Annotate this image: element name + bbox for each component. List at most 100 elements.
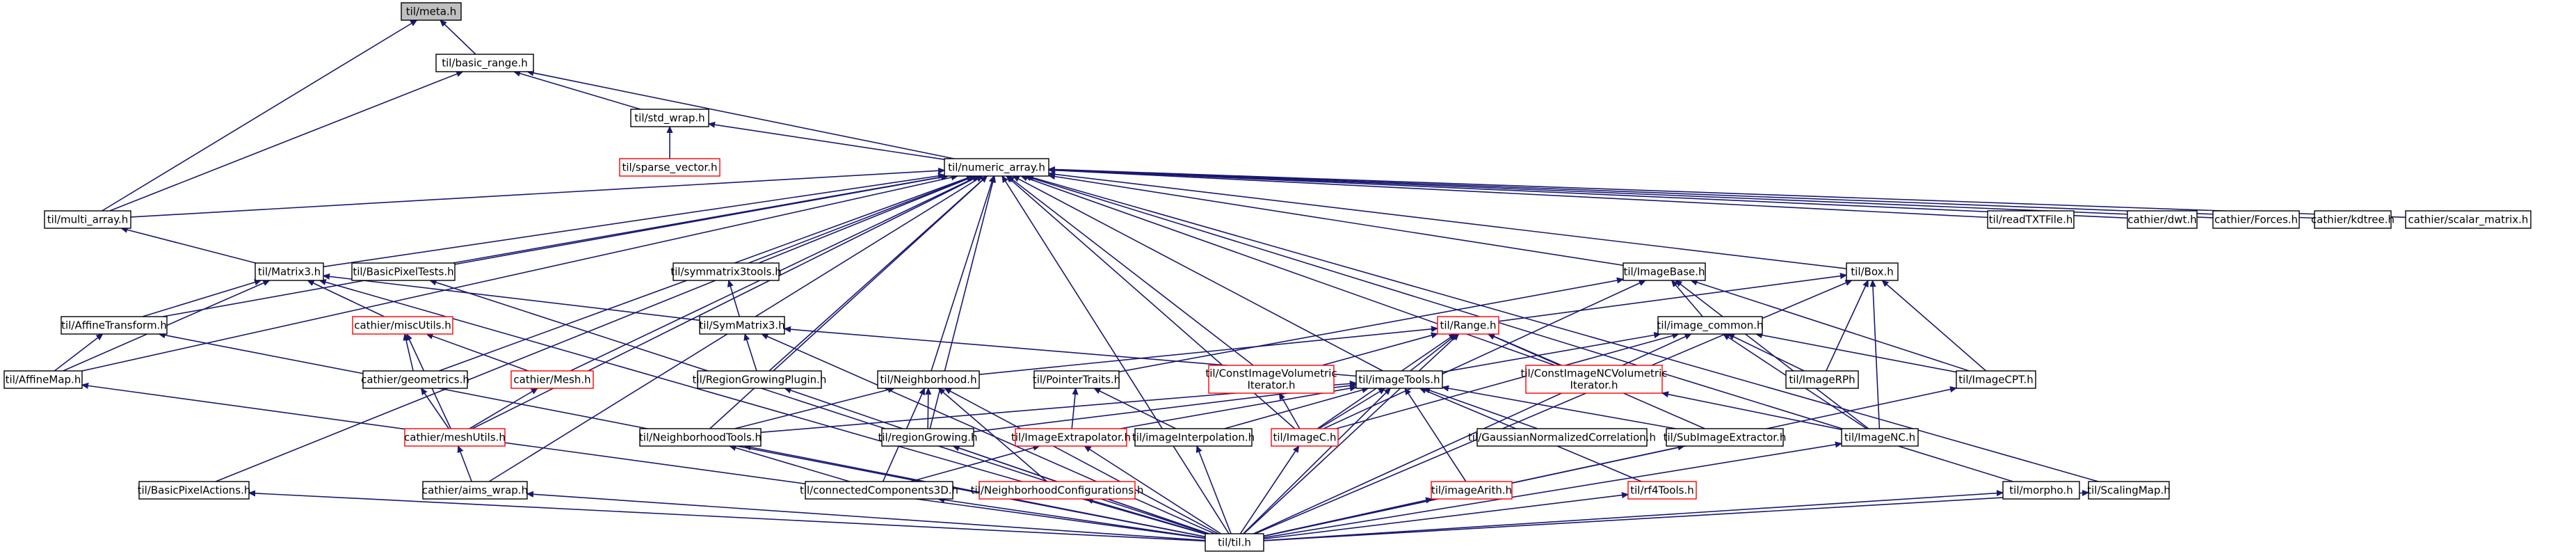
node-box [1015,428,1127,447]
node-imagearith[interactable]: til/imageArith.h [1431,481,1513,500]
edge-til-to-morpho [1263,493,2003,541]
node-box [1956,370,2036,389]
edge-neighborhood-to-numeric_array [931,176,994,372]
edge-til-to-basicpixelactions [249,493,1206,542]
edge-til-to-imagec [1239,446,1298,534]
node-subimageextractor[interactable]: til/SubImageExtractor.h [1664,428,1787,447]
edge-affinetransform-to-matrix3 [142,280,261,317]
node-imagenc[interactable]: til/ImageNC.h [1841,428,1919,447]
node-imagec[interactable]: til/ImageC.h [1271,428,1339,447]
node-imagetools[interactable]: til/imageTools.h [1355,370,1443,389]
edge-readtxtfile-to-numeric_array [1049,170,1988,219]
node-basicpixeltests[interactable]: til/BasicPixelTests.h [351,262,456,281]
edge-symmatrix3-to-symmatrix3tools [729,280,741,317]
node-matrix3[interactable]: til/Matrix3.h [255,262,324,281]
edge-regiongrowingplugin-to-symmatrix3 [745,334,757,372]
node-box [630,109,709,127]
node-label: til/Matrix3.h [258,266,321,278]
node-imagerph[interactable]: til/ImageRPh [1785,370,1859,389]
node-rf4tools[interactable]: til/rf4Tools.h [1627,481,1697,500]
node-label: til/PointerTraits.h [1033,374,1120,386]
node-image-common[interactable]: til/image_common.h [1657,316,1764,335]
node-basic-range[interactable]: til/basic_range.h [435,54,534,72]
node-symmatrix3[interactable]: til/SymMatrix3.h [699,316,785,335]
edge-neighborhoodtools-to-numeric_array [709,176,988,429]
edge-regiongrowing-to-numeric_array [929,176,995,429]
node-box [404,428,506,447]
node-dwt[interactable]: cathier/dwt.h [2127,210,2198,229]
edge-imagetools-to-numeric_array [1013,175,1383,372]
node-scalingmap[interactable]: til/ScalingMap.h [2087,481,2171,500]
node-neighborhoodconfigs[interactable]: til/NeighborhoodConfigurations.h [971,481,1144,500]
node-meshutils[interactable]: cathier/meshUtils.h [404,428,506,447]
node-pointertraits[interactable]: til/PointerTraits.h [1033,370,1120,389]
node-box [673,262,780,281]
node-regiongrowingplugin[interactable]: til/RegionGrowingPlugin.h [693,370,827,389]
node-label: til/BasicPixelTests.h [353,266,453,278]
node-imageextrapolator[interactable]: til/ImageExtrapolator.h [1011,428,1131,447]
node-scalar-matrix[interactable]: cathier/scalar_matrix.h [2405,210,2531,229]
edge-imageextrapolator-to-pointertraits [1071,388,1076,429]
node-label: til/numeric_array.h [948,161,1045,175]
edge-imagecpt-to-imagebase [1691,280,1970,372]
node-neighborhoodtools[interactable]: til/NeighborhoodTools.h [639,428,762,447]
node-label: til/readTXTFile.h [1989,214,2073,226]
node-mesh[interactable]: cathier/Mesh.h [510,370,594,389]
node-label: til/ScalingMap.h [2087,484,2171,497]
node-label: til/regionGrowing.h [878,431,977,444]
node-box[interactable]: til/Box.h [1846,262,1899,281]
edge-imageextrapolator-to-imagetools [1120,387,1356,429]
node-imagebase[interactable]: til/ImageBase.h [1623,262,1706,281]
node-label: til/symmatrix3tools.h [670,266,782,278]
node-til[interactable]: til/til.h [1205,533,1264,552]
node-symmatrix3tools[interactable]: til/symmatrix3tools.h [670,262,782,281]
node-geometrics[interactable]: cathier/geometrics.h [361,370,469,389]
node-neighborhood[interactable]: til/Neighborhood.h [877,370,980,389]
edge-multi_array-to-meta [102,19,417,212]
node-label: til/GaussianNormalizedCorrelation.h [1468,431,1656,444]
node-label: til/meta.h [406,6,456,18]
node-miscutils[interactable]: cathier/miscUtils.h [352,316,453,335]
node-readtxtfile[interactable]: til/readTXTFile.h [1987,210,2075,229]
edge-neighborhoodconfigs-to-neighborhood [939,388,1047,482]
edge-basic_range-to-meta [440,20,476,55]
node-meta[interactable]: til/meta.h [401,2,462,21]
node-affinetransform[interactable]: til/AffineTransform.h [61,316,168,335]
node-cc3d[interactable]: til/connectedComponents3D.h [800,481,958,500]
edge-gnc-to-imagetools [1424,388,1538,429]
edge-imagecpt-to-box [1882,280,1987,372]
node-numeric-array[interactable]: til/numeric_array.h [944,158,1049,177]
node-range[interactable]: til/Range.h [1437,316,1499,335]
node-imagecpt[interactable]: til/ImageCPT.h [1956,370,2036,389]
edge-constimagencvol-to-numeric_array [1021,176,1555,366]
node-label: til/std_wrap.h [634,112,705,125]
edge-box-to-numeric_array [1049,173,1847,269]
node-label: cathier/Forces.h [2214,214,2298,226]
node-forces[interactable]: cathier/Forces.h [2212,210,2300,229]
node-label: til/Box.h [1851,266,1893,278]
node-box [1657,316,1763,335]
node-sparse-vector[interactable]: til/sparse_vector.h [619,158,721,177]
node-label: til/RegionGrowingPlugin.h [693,374,827,386]
node-imageinterpolation[interactable]: til/imageInterpolation.h [1132,428,1255,447]
node-basicpixelactions[interactable]: til/BasicPixelActions.h [138,481,251,500]
edge-til-to-neighborhoodtools [745,446,1206,538]
node-label: til/basic_range.h [442,57,528,70]
edge-scalingmap-to-numeric_array [1027,176,2099,482]
node-regiongrowing[interactable]: til/regionGrowing.h [878,428,978,447]
node-multi-array[interactable]: til/multi_array.h [44,210,131,229]
edge-til-to-imageextrapolator [1084,445,1221,534]
node-label: til/ImageRPh [1789,374,1855,386]
node-kdtree[interactable]: cathier/kdtree.h [2311,210,2394,229]
node-label: til/ImageExtrapolator.h [1011,431,1131,444]
node-affinemap[interactable]: til/AffineMap.h [3,370,83,389]
node-box [61,316,168,335]
node-gnc[interactable]: til/GaussianNormalizedCorrelation.h [1468,428,1656,447]
node-aims-wrap[interactable]: cathier/aims_wrap.h [422,481,528,500]
node-std-wrap[interactable]: til/std_wrap.h [630,109,709,127]
node-box [1134,428,1253,447]
node-box [1987,210,2075,229]
node-morpho[interactable]: til/morpho.h [2002,481,2080,500]
